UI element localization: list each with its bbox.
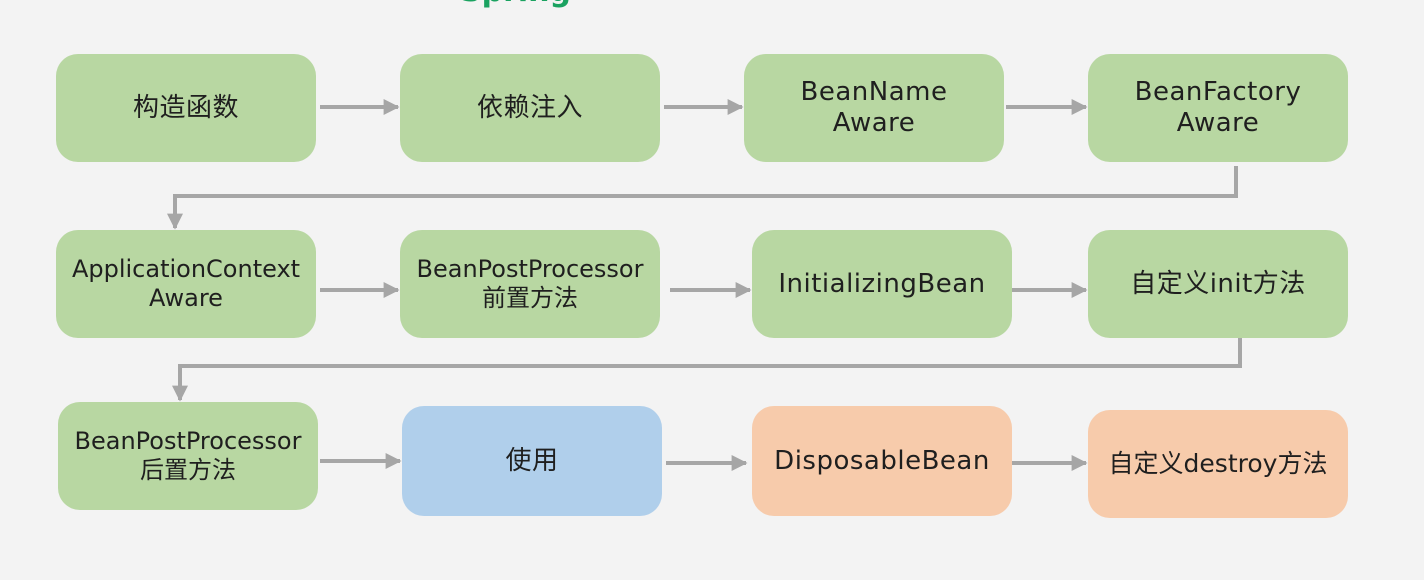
step-beanpostprocessor-after: BeanPostProcessor 后置方法 [58, 402, 318, 510]
step-label: InitializingBean [778, 268, 986, 299]
step-applicationcontext-aware: ApplicationContext Aware [56, 230, 316, 338]
step-beanfactory-aware: BeanFactory Aware [1088, 54, 1348, 162]
step-dependency-injection: 依赖注入 [400, 54, 660, 162]
step-label: ApplicationContext Aware [71, 255, 301, 312]
step-beanname-aware: BeanName Aware [744, 54, 1004, 162]
step-label: BeanPostProcessor 前置方法 [416, 255, 644, 312]
connector-row1-row2 [167, 166, 1238, 230]
diagram-heading: Spring [420, 0, 620, 8]
step-label: DisposableBean [774, 445, 990, 476]
step-use: 使用 [402, 406, 662, 516]
step-label: 构造函数 [132, 92, 239, 123]
step-initializingbean: InitializingBean [752, 230, 1012, 338]
step-label: BeanPostProcessor 后置方法 [74, 427, 302, 484]
step-constructor: 构造函数 [56, 54, 316, 162]
step-custom-init: 自定义init方法 [1088, 230, 1348, 338]
step-label: 依赖注入 [476, 92, 583, 123]
step-label: 使用 [505, 445, 559, 476]
step-custom-destroy: 自定义destroy方法 [1088, 410, 1348, 518]
step-label: BeanName Aware [800, 77, 948, 138]
step-disposablebean: DisposableBean [752, 406, 1012, 516]
connector-row2-row3 [172, 338, 1242, 402]
step-label: 自定义init方法 [1130, 268, 1306, 299]
step-beanpostprocessor-before: BeanPostProcessor 前置方法 [400, 230, 660, 338]
step-label: BeanFactory Aware [1134, 77, 1302, 138]
step-label: 自定义destroy方法 [1108, 449, 1328, 478]
